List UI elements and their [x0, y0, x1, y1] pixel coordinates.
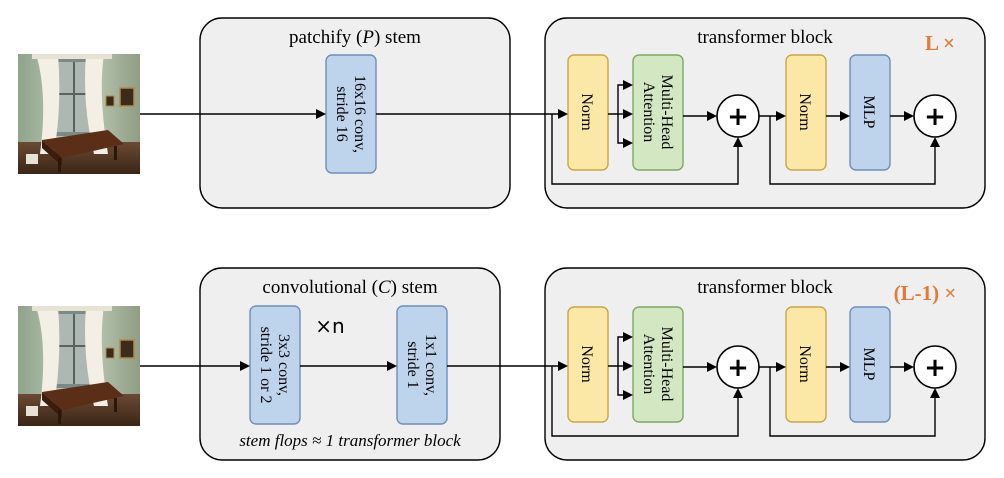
conv1x1-label: 1x1 conv,stride 1 — [404, 334, 439, 396]
plus-label-2-bottom: + — [924, 353, 946, 383]
plus-label-1-top: + — [727, 102, 749, 132]
patchify-conv-label: 16x16 conv,stride 16 — [333, 75, 368, 153]
transformer-block-title-top: transformer block — [697, 27, 833, 48]
mha-block-bottom — [632, 306, 684, 423]
conv1x1-block — [396, 305, 448, 425]
mlp-block-top — [849, 54, 891, 171]
plus-label-1-bottom: + — [727, 353, 749, 383]
mha-label-top: Multi-HeadAttention — [640, 75, 675, 150]
connectors-bottom — [140, 332, 940, 437]
mlp-label-bottom: MLP — [860, 348, 877, 381]
patchify-stem-title: patchify (P) stem — [289, 27, 421, 48]
mha-label-bottom: Multi-HeadAttention — [640, 327, 675, 402]
stem-flops-note: stem flops ≈ 1 transformer block — [239, 431, 461, 450]
mlp-block-bottom — [849, 306, 891, 423]
bottom-row: convolutional (C) stem 3x3 conv,stride 1… — [17, 267, 986, 461]
transformer-block-title-bottom: transformer block — [697, 277, 833, 298]
input-image-top — [17, 53, 141, 175]
repeat-count-top: L × — [925, 31, 955, 55]
norm-label-1-top: Norm — [578, 93, 595, 131]
mha-block-top — [632, 54, 684, 171]
input-image-bottom — [17, 305, 141, 427]
norm-block-1-top — [567, 54, 609, 171]
repeat-n-label: ×n — [315, 314, 344, 338]
convolutional-stem-title: convolutional (C) stem — [262, 277, 437, 298]
norm-block-2-bottom — [785, 306, 827, 423]
norm-label-1-bottom: Norm — [578, 345, 595, 383]
conv3x3-block — [249, 305, 301, 425]
mlp-label-top: MLP — [860, 96, 877, 129]
top-row: patchify (P) stem 16x16 conv,stride 16 t… — [17, 17, 986, 209]
conv3x3-label: 3x3 conv,stride 1 or 2 — [257, 327, 292, 404]
connectors-top — [140, 80, 940, 185]
norm-label-2-bottom: Norm — [796, 345, 813, 383]
norm-block-2-top — [785, 54, 827, 171]
plus-label-2-top: + — [924, 102, 946, 132]
norm-block-1-bottom — [567, 306, 609, 423]
norm-label-2-top: Norm — [796, 93, 813, 131]
repeat-count-bottom: (L-1) × — [894, 281, 957, 305]
